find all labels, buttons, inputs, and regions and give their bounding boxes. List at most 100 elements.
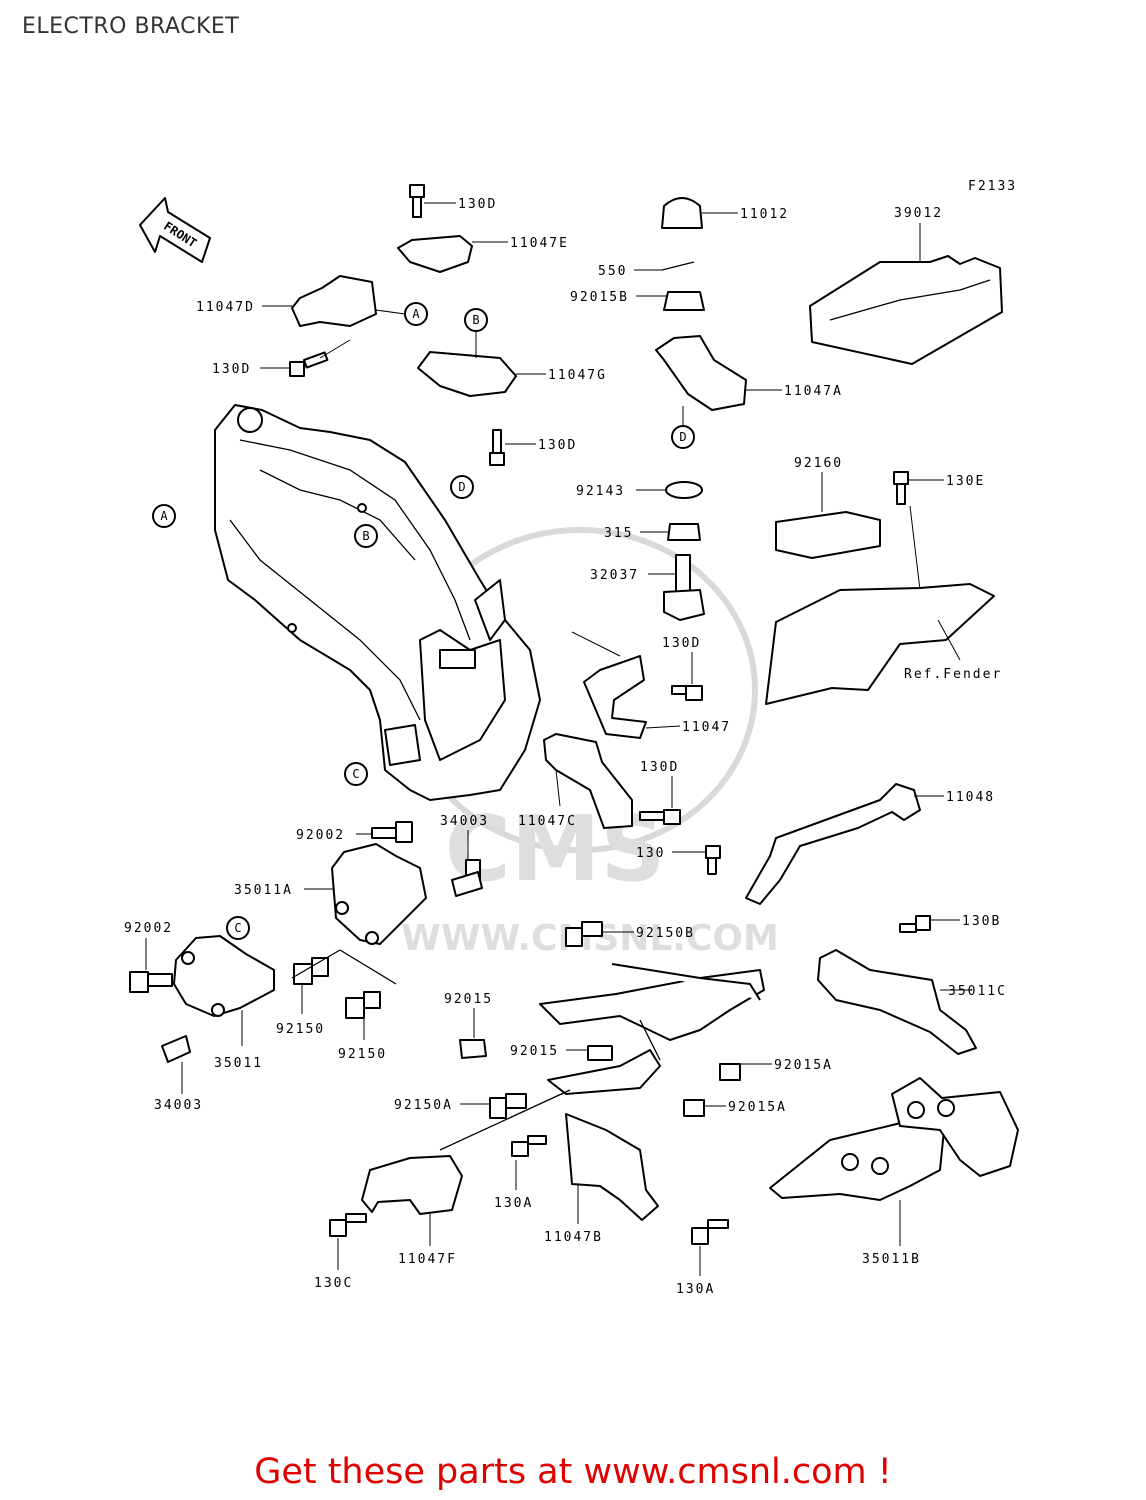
steering-head bbox=[237, 407, 263, 433]
bolt-130c bbox=[329, 1213, 367, 1270]
bolt-130b bbox=[899, 915, 960, 933]
nut-92015a-upper bbox=[719, 1063, 772, 1081]
label-130: 130 bbox=[636, 846, 665, 861]
diagram-title: ELECTRO BRACKET bbox=[22, 14, 240, 39]
label-92015-a: 92015 bbox=[444, 992, 493, 1007]
tray-39012 bbox=[809, 223, 1003, 365]
module-92160 bbox=[775, 472, 881, 559]
order-parts-link[interactable]: Get these parts at www.cmsnl.com ! bbox=[254, 1452, 892, 1492]
label-130c: 130C bbox=[314, 1276, 353, 1291]
label-130d-right: 130D bbox=[662, 636, 701, 651]
bracket-11047d bbox=[262, 275, 406, 327]
stay-11048 bbox=[745, 783, 944, 905]
label-550: 550 bbox=[598, 264, 627, 279]
bracket-35011 bbox=[173, 935, 275, 1046]
nut-92015-b bbox=[566, 1045, 613, 1061]
label-11047b: 11047B bbox=[544, 1230, 603, 1245]
bolt-130d-low bbox=[639, 776, 681, 825]
label-35011b: 35011B bbox=[862, 1252, 921, 1267]
frame bbox=[214, 404, 541, 801]
bolt-92150a bbox=[460, 1093, 527, 1119]
callout-b-frame: B bbox=[362, 529, 369, 543]
bracket-11047 bbox=[571, 631, 681, 739]
nut-92015b bbox=[636, 291, 705, 311]
bolt-92002-lower bbox=[129, 938, 173, 993]
label-39012: 39012 bbox=[894, 206, 943, 221]
post-32037 bbox=[648, 554, 705, 621]
label-130d-left: 130D bbox=[212, 362, 251, 377]
fender-ref bbox=[765, 583, 995, 705]
label-11047g: 11047G bbox=[548, 368, 607, 383]
label-92015a-lower: 92015A bbox=[728, 1100, 787, 1115]
label-11047d: 11047D bbox=[196, 300, 255, 315]
label-92150-right: 92150 bbox=[338, 1047, 387, 1062]
bracket-35011b bbox=[769, 1077, 1019, 1246]
label-32037: 32037 bbox=[590, 568, 639, 583]
label-11047c: 11047C bbox=[518, 814, 577, 829]
part-labels: 130D 11047E 11047D 130D 11047G 130D 1101… bbox=[124, 197, 1007, 1297]
label-92150b: 92150B bbox=[636, 926, 695, 941]
label-315: 315 bbox=[604, 526, 633, 541]
label-11047e: 11047E bbox=[510, 236, 569, 251]
label-11012: 11012 bbox=[740, 207, 789, 222]
label-92002-upper: 92002 bbox=[296, 828, 345, 843]
label-34003-upper: 34003 bbox=[440, 814, 489, 829]
bracket-11047c bbox=[543, 733, 633, 829]
label-35011c: 35011C bbox=[948, 984, 1007, 999]
callout-b-top: B bbox=[472, 313, 479, 327]
label-11047f: 11047F bbox=[398, 1252, 457, 1267]
label-130a-left: 130A bbox=[494, 1196, 533, 1211]
bracket-35011c bbox=[817, 949, 977, 1055]
callout-a-top: A bbox=[412, 307, 420, 321]
label-92143: 92143 bbox=[576, 484, 625, 499]
adjuster-34003-upper bbox=[451, 830, 483, 897]
nut-92015a-lower bbox=[683, 1099, 726, 1117]
callout-a-frame: A bbox=[160, 509, 168, 523]
bolt-130d-right bbox=[671, 652, 703, 701]
label-35011: 35011 bbox=[214, 1056, 263, 1071]
bolt-130d-mid bbox=[489, 429, 536, 466]
washer-92143 bbox=[636, 481, 703, 499]
bracket-35011a bbox=[304, 843, 427, 945]
label-11047: 11047 bbox=[682, 720, 731, 735]
label-35011a: 35011A bbox=[234, 883, 293, 898]
label-130d-top: 130D bbox=[458, 197, 497, 212]
bracket-11047f bbox=[361, 1089, 571, 1246]
bolt-92150-left bbox=[293, 957, 329, 1014]
bracket-11047a bbox=[655, 335, 782, 426]
label-92150a: 92150A bbox=[394, 1098, 453, 1113]
nut-92015-a bbox=[459, 1008, 487, 1059]
bolt-92150b bbox=[565, 921, 634, 947]
bolt-92002-upper bbox=[356, 821, 413, 843]
figure-code: F2133 bbox=[968, 179, 1017, 194]
rear-subframe bbox=[539, 963, 765, 1095]
bracket-11047e bbox=[397, 235, 508, 273]
label-130d-low: 130D bbox=[640, 760, 679, 775]
cap-11012 bbox=[661, 197, 738, 229]
bolt-92150-right bbox=[345, 991, 381, 1040]
label-92160: 92160 bbox=[794, 456, 843, 471]
label-92150-left: 92150 bbox=[276, 1022, 325, 1037]
bolt-130e bbox=[893, 471, 944, 591]
label-11047a: 11047A bbox=[784, 384, 843, 399]
adjuster-34003-lower bbox=[161, 1035, 191, 1094]
callout-c-frame: C bbox=[352, 767, 359, 781]
bracket-11047b bbox=[565, 1113, 659, 1224]
label-92015a-upper: 92015A bbox=[774, 1058, 833, 1073]
bolt-130a-left bbox=[511, 1135, 547, 1190]
callout-markers: A A B B C C D D bbox=[152, 302, 695, 940]
label-92002-lower: 92002 bbox=[124, 921, 173, 936]
label-11048: 11048 bbox=[946, 790, 995, 805]
label-130b: 130B bbox=[962, 914, 1001, 929]
callout-d-part: D bbox=[679, 430, 686, 444]
bolt-130d-left bbox=[260, 339, 351, 377]
label-130a-right: 130A bbox=[676, 1282, 715, 1297]
callout-d-frame: D bbox=[458, 480, 465, 494]
front-arrow: FRONT bbox=[139, 197, 211, 263]
bracket-11047g bbox=[417, 331, 546, 397]
bolt-130d-top bbox=[409, 184, 456, 218]
pin-550 bbox=[634, 261, 695, 271]
nut-315 bbox=[640, 523, 701, 541]
